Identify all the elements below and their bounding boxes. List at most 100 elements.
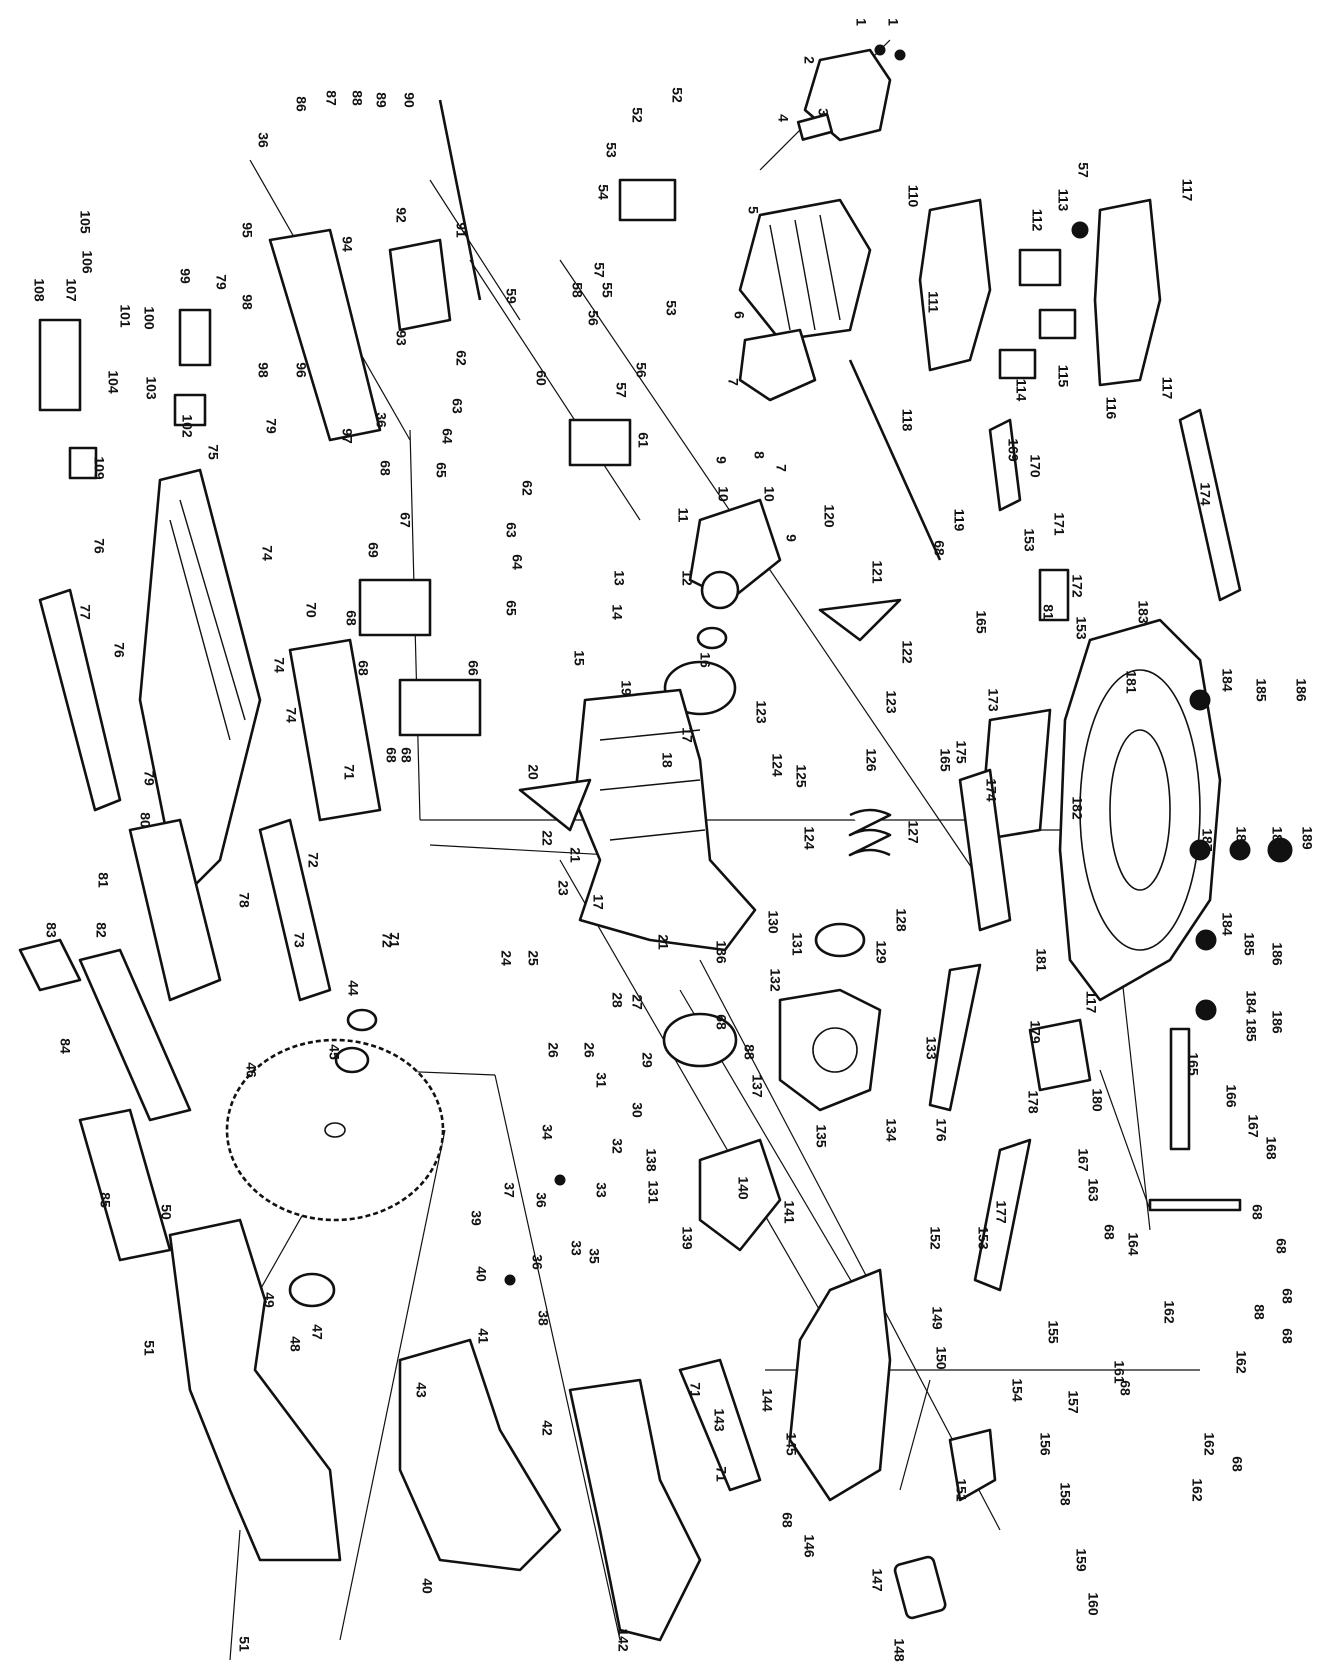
part-label: 98 <box>255 362 271 378</box>
part-label: 186 <box>1293 678 1309 702</box>
part-label: 171 <box>1051 512 1067 536</box>
part-label: 165 <box>937 748 953 772</box>
part-5-motor-housing <box>738 198 872 342</box>
part-127-spring <box>848 808 892 857</box>
part-label: 13 <box>611 570 627 586</box>
part-label: 100 <box>141 306 157 330</box>
part-label: 140 <box>735 1176 751 1200</box>
part-label: 82 <box>93 922 109 938</box>
part-label: 78 <box>236 892 252 908</box>
part-label: 53 <box>663 300 679 316</box>
part-label: 68 <box>1273 1238 1289 1254</box>
part-70-support <box>288 638 382 822</box>
part-label: 150 <box>933 1346 949 1370</box>
part-label: 21 <box>567 847 583 863</box>
part-73-bar <box>258 818 332 1002</box>
part-label: 68 <box>931 540 947 556</box>
part-label: 91 <box>453 222 469 238</box>
part-label: 99 <box>177 268 193 284</box>
part-label: 125 <box>793 764 809 788</box>
part-label: 147 <box>869 1568 885 1592</box>
part-label: 130 <box>765 910 781 934</box>
part-label: 11 <box>675 508 691 523</box>
part-163-shaft <box>1169 1027 1191 1151</box>
part-label: 36 <box>255 132 271 148</box>
part-label: 127 <box>905 820 921 844</box>
part-label: 57 <box>613 382 629 398</box>
part-label: 77 <box>77 604 93 620</box>
part-label: 63 <box>503 522 519 538</box>
part-label: 146 <box>801 1534 817 1558</box>
part-label: 186 <box>1269 942 1285 966</box>
part-label: 65 <box>433 462 449 478</box>
part-174-rail <box>1178 408 1242 602</box>
part-label: 108 <box>31 278 47 302</box>
part-label: 93 <box>393 330 409 346</box>
part-label: 68 <box>1101 1224 1117 1240</box>
part-label: 114 <box>1013 379 1029 402</box>
part-label: 33 <box>568 1240 584 1256</box>
part-label: 68 <box>1229 1456 1245 1472</box>
part-label: 164 <box>1125 1232 1141 1256</box>
part-label: 115 <box>1055 365 1071 388</box>
parts <box>18 44 1293 1642</box>
part-label: 126 <box>863 748 879 772</box>
part-label: 133 <box>923 1036 939 1060</box>
part-176-bar <box>928 963 982 1112</box>
part-label: 9 <box>783 534 799 542</box>
part-label: 163 <box>1085 1178 1101 1202</box>
part-label: 52 <box>669 87 685 103</box>
part-label: 105 <box>77 210 93 234</box>
part-label: 170 <box>1027 454 1043 478</box>
part-label: 63 <box>449 398 465 414</box>
part-label: 1 <box>885 18 901 26</box>
part-label: 61 <box>635 432 651 448</box>
part-label: 36 <box>529 1254 545 1270</box>
part-112-box <box>1018 248 1062 287</box>
part-label: 92 <box>393 207 409 223</box>
part-label: 71 <box>386 932 402 948</box>
part-label: 109 <box>91 456 107 480</box>
part-label: 26 <box>581 1042 597 1058</box>
part-label: 177 <box>993 1200 1009 1224</box>
part-label: 67 <box>397 512 413 528</box>
part-172-block <box>1038 568 1070 622</box>
part-label: 123 <box>883 690 899 714</box>
part-label: 14 <box>609 604 625 620</box>
part-label: 39 <box>468 1210 484 1226</box>
part-label: 64 <box>439 428 455 444</box>
part-label: 68 <box>355 660 371 676</box>
part-label: 94 <box>339 236 355 252</box>
part-102-plate <box>173 393 207 427</box>
part-label: 154 <box>1009 1378 1025 1402</box>
part-label: 56 <box>633 362 649 378</box>
part-label: 131 <box>645 1180 661 1204</box>
part-label: 185 <box>1253 678 1269 702</box>
part-label: 68 <box>713 1014 729 1030</box>
part-label: 45 <box>326 1044 342 1060</box>
part-66-block <box>398 678 482 737</box>
part-label: 56 <box>585 310 601 326</box>
part-label: 117 <box>1159 377 1175 400</box>
part-label: 166 <box>1223 1084 1239 1108</box>
part-label: 149 <box>929 1306 945 1330</box>
part-label: 174 <box>1197 482 1213 506</box>
part-label: 158 <box>1057 1482 1073 1506</box>
part-label: 81 <box>95 872 111 888</box>
part-169-lever <box>988 418 1022 512</box>
part-label: 1 <box>853 18 869 26</box>
part-164-bolt <box>1148 1198 1242 1212</box>
part-label: 102 <box>179 414 195 438</box>
part-label: 112 <box>1029 209 1045 232</box>
part-109-switch <box>68 446 98 480</box>
part-label: 121 <box>869 560 885 584</box>
part-115-switch <box>1038 308 1077 340</box>
part-128-ring <box>814 922 866 958</box>
part-label: 23 <box>555 880 571 896</box>
part-label: 181 <box>1033 948 1049 972</box>
part-label: 58 <box>569 282 585 298</box>
part-143-bar <box>678 1358 762 1492</box>
part-43-blade-guard <box>398 1338 562 1572</box>
part-label: 42 <box>539 1420 555 1436</box>
part-label: 18 <box>659 752 675 768</box>
